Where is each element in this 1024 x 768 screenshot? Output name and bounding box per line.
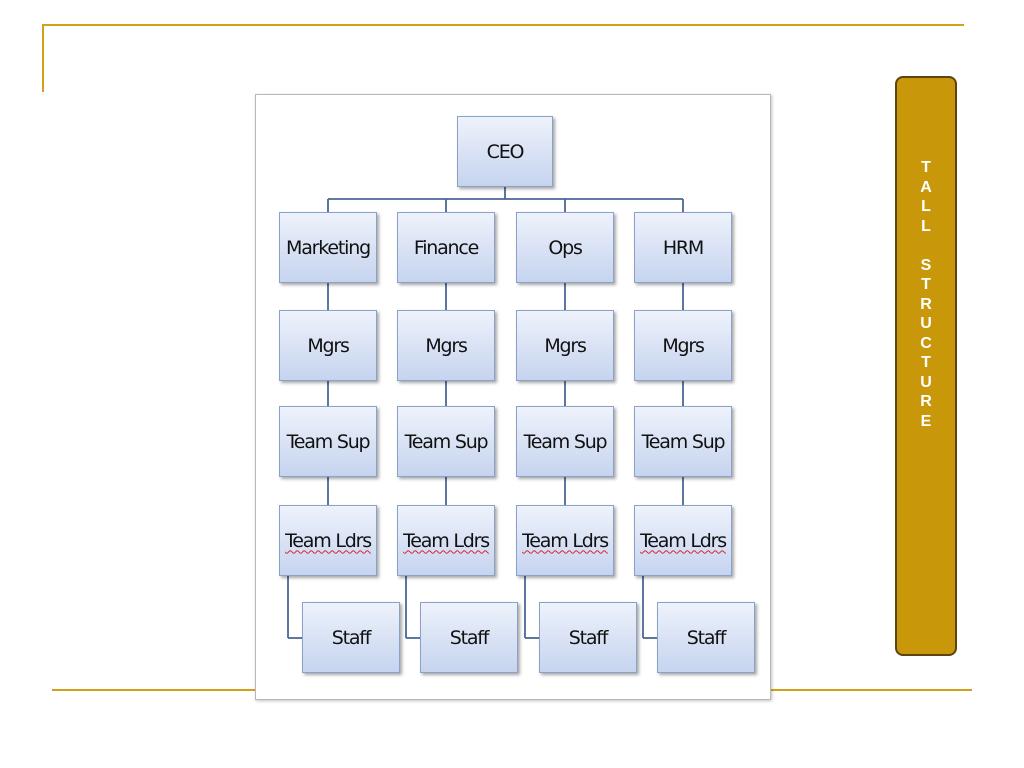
team-ldrs-node-marketing: Team Ldrs [279, 505, 377, 576]
banner-letter: E [920, 412, 932, 430]
left-rule [42, 24, 44, 92]
staff-label: Staff [686, 626, 727, 649]
ceo-label: CEO [486, 140, 525, 163]
dept-label: Marketing [286, 236, 371, 259]
staff-node-marketing: Staff [302, 602, 400, 673]
banner-letter: L [921, 198, 931, 215]
team-sup-node-finance: Team Sup [397, 406, 495, 477]
level-label: Team Ldrs [640, 529, 727, 552]
banner-letter [924, 236, 928, 256]
staff-label: Staff [449, 626, 490, 649]
banner-letter: A [920, 178, 932, 196]
ceo-node: CEO [457, 116, 553, 187]
staff-node-hrm: Staff [657, 602, 755, 673]
org-chart: CEO Marketing Mgrs Team Sup Team Ldrs St… [255, 94, 771, 700]
team-ldrs-node-finance: Team Ldrs [397, 505, 495, 576]
mgrs-node-finance: Mgrs [397, 310, 495, 381]
banner-letter: U [920, 315, 932, 332]
banner-letter: T [921, 354, 931, 371]
banner-letter: T [921, 276, 931, 293]
dept-node-ops: Ops [516, 212, 614, 283]
team-sup-node-hrm: Team Sup [634, 406, 732, 477]
staff-label: Staff [331, 626, 372, 649]
team-ldrs-node-hrm: Team Ldrs [634, 505, 732, 576]
banner-letter: R [920, 295, 932, 313]
dept-label: Ops [548, 236, 583, 259]
dept-node-hrm: HRM [634, 212, 732, 283]
level-label: Team Ldrs [403, 529, 490, 552]
banner-letter: R [920, 393, 932, 410]
level-label: Mgrs [307, 334, 350, 357]
team-ldrs-node-ops: Team Ldrs [516, 505, 614, 576]
level-label: Team Sup [523, 430, 608, 453]
org-chart-connectors [287, 187, 684, 639]
level-label: Team Sup [641, 430, 726, 453]
level-label: Mgrs [662, 334, 705, 357]
staff-node-ops: Staff [539, 602, 637, 673]
staff-label: Staff [568, 626, 609, 649]
banner-letter: T [921, 159, 931, 176]
dept-label: HRM [662, 236, 705, 259]
team-sup-node-marketing: Team Sup [279, 406, 377, 477]
dept-node-finance: Finance [397, 212, 495, 283]
level-label: Mgrs [544, 334, 587, 357]
level-label: Team Ldrs [285, 529, 372, 552]
banner-letter: S [920, 256, 932, 274]
banner-letter: C [920, 334, 932, 352]
team-sup-node-ops: Team Sup [516, 406, 614, 477]
level-label: Mgrs [425, 334, 468, 357]
banner-letter: U [920, 373, 932, 391]
level-label: Team Ldrs [522, 529, 609, 552]
mgrs-node-hrm: Mgrs [634, 310, 732, 381]
mgrs-node-ops: Mgrs [516, 310, 614, 381]
dept-node-marketing: Marketing [279, 212, 377, 283]
level-label: Team Sup [404, 430, 489, 453]
level-label: Team Sup [286, 430, 371, 453]
dept-label: Finance [413, 236, 480, 259]
mgrs-node-marketing: Mgrs [279, 310, 377, 381]
staff-node-finance: Staff [420, 602, 518, 673]
banner-letter: L [921, 217, 931, 235]
top-rule [42, 24, 964, 26]
